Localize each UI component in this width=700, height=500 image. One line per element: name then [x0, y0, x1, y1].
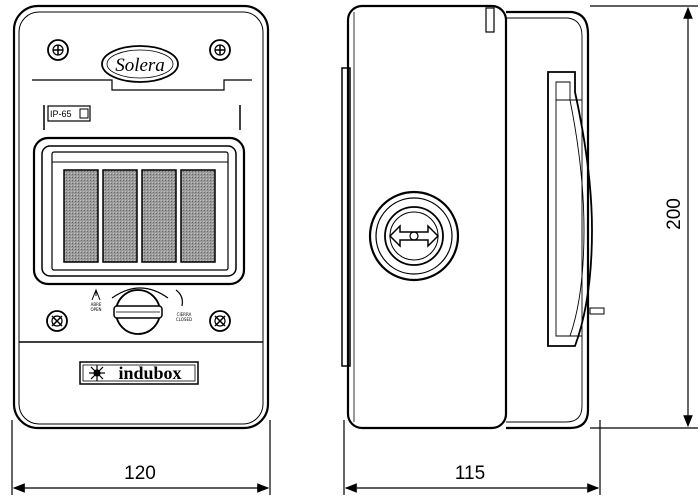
breaker-module-4: [180, 169, 216, 263]
brand-text: indubox: [118, 363, 181, 383]
breaker-module-2: [102, 169, 138, 263]
dim-height-label: 200: [664, 198, 685, 230]
cover-lock-knob: [111, 287, 169, 335]
switch-right-label-2: CLOSED: [176, 317, 192, 322]
dim-width-label: 120: [124, 463, 156, 484]
front-body: [12, 4, 270, 430]
side-body: [346, 4, 508, 430]
logo-oval: [101, 45, 179, 83]
screw-bottom-left: [46, 310, 68, 332]
cable-gland-icon: [368, 190, 460, 282]
breaker-window-outer: [32, 136, 246, 286]
side-window-profile: [547, 71, 593, 347]
front-view: [12, 4, 270, 430]
ip-rating-text: IP-65: [50, 109, 72, 119]
dim-depth-label: 115: [455, 463, 485, 484]
brand-plate: [79, 361, 199, 385]
dimension-lines: [11, 5, 698, 495]
switch-left-label-1: ABRE: [91, 302, 102, 307]
breaker-module-1: [63, 169, 99, 263]
front-body-inner-edge: [18, 11, 264, 425]
sun-logo-icon: [89, 365, 105, 381]
cover-top-edge: [32, 79, 252, 91]
switch-left-label-2: OPEN: [90, 307, 101, 312]
switch-right-label-1: CIERRA: [177, 312, 192, 317]
logo-text: Solera: [115, 55, 165, 76]
close-arrow-icon: [175, 289, 183, 307]
ip-rating-box: [47, 105, 91, 122]
open-arrow-icon: [91, 288, 101, 301]
side-lid: [506, 10, 590, 430]
side-view: [341, 4, 605, 430]
breaker-window-inner: [41, 145, 237, 277]
screw-bottom-right: [209, 310, 231, 332]
screw-top-left: [47, 39, 69, 61]
screw-top-right: [209, 39, 231, 61]
breaker-module-3: [141, 169, 177, 263]
side-back-plate: [341, 67, 351, 367]
